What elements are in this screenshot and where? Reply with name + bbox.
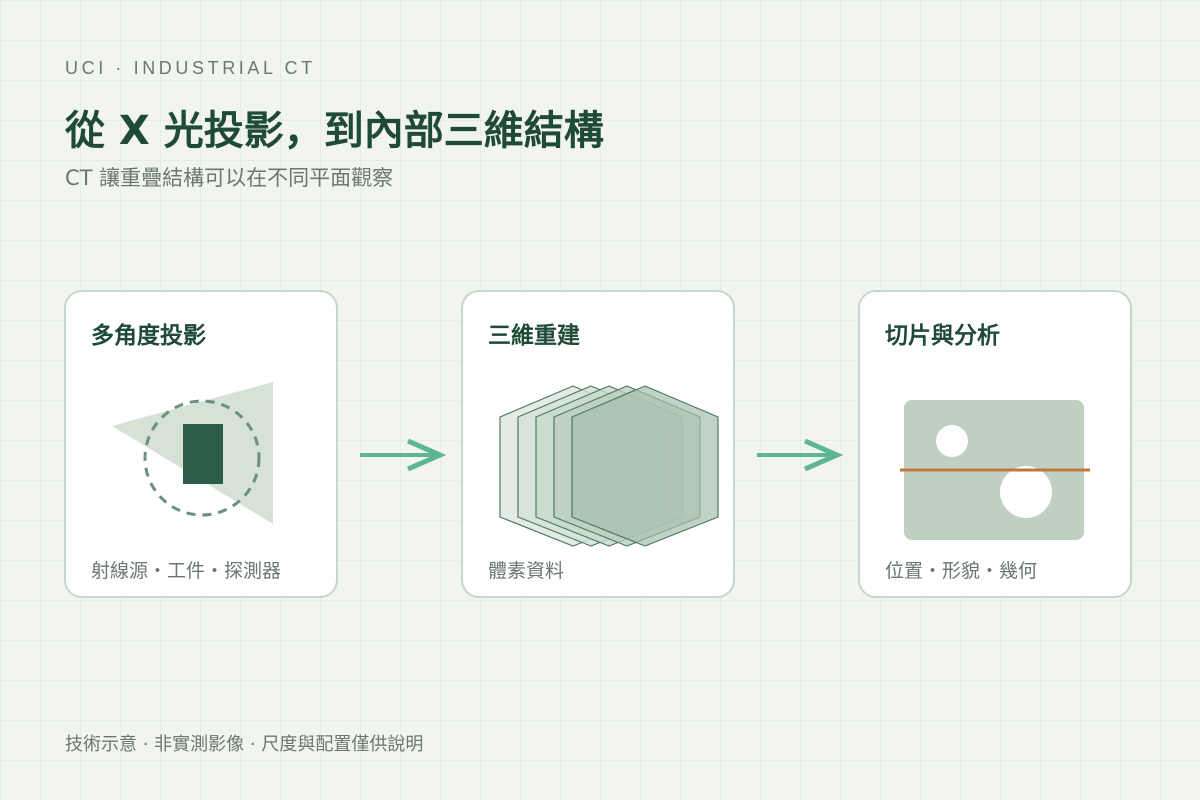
projection-icon — [112, 382, 273, 524]
page-title: 從 X 光投影，到內部三維結構 — [65, 108, 604, 154]
rotation-path — [143, 399, 261, 517]
step-caption: 射線源・工件・探測器 — [91, 560, 282, 582]
stacked-slices-icon — [499, 385, 719, 547]
large-pore — [1000, 466, 1052, 518]
arrow-right-icon — [360, 438, 446, 472]
footer-note: 技術示意 · 非實測影像 · 尺度與配置僅供說明 — [65, 734, 424, 755]
step-caption: 位置・形貌・幾何 — [885, 560, 1038, 582]
step-title: 切片與分析 — [885, 323, 1000, 349]
step-caption: 體素資料 — [488, 560, 565, 582]
workpiece — [183, 424, 223, 484]
step-card-analysis: 切片與分析 位置・形貌・幾何 — [858, 290, 1132, 598]
step-card-reconstruction: 三維重建 體素資料 — [461, 290, 735, 598]
step-title: 多角度投影 — [91, 323, 206, 349]
slice-section-icon — [900, 400, 1090, 540]
voxel-slice — [571, 385, 719, 547]
small-pore — [936, 425, 968, 457]
step-title: 三維重建 — [488, 323, 580, 349]
page-subtitle: CT 讓重疊結構可以在不同平面觀察 — [65, 166, 394, 190]
eyebrow-label: UCI · INDUSTRIAL CT — [65, 58, 316, 78]
step-card-projection: 多角度投影 射線源・工件・探測器 — [64, 290, 338, 598]
arrow-right-icon — [757, 438, 843, 472]
